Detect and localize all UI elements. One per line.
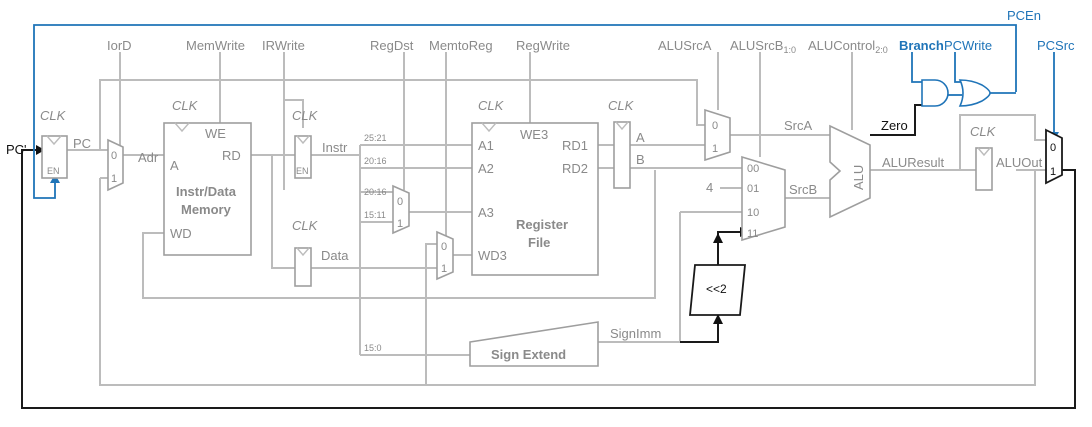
svg-text:A: A [636,130,645,145]
svg-text:Data: Data [321,248,349,263]
svg-text:Adr: Adr [138,150,159,165]
pcsrc-mux: 0 1 [1045,128,1063,185]
pc-register: EN [41,135,68,179]
svg-text:PC: PC [73,136,91,151]
svg-text:CLK: CLK [292,108,319,123]
svg-text:00: 00 [747,163,759,175]
control-labels: IorD MemWrite IRWrite RegDst MemtoReg Re… [107,8,1075,55]
svg-text:CLK: CLK [478,98,505,113]
svg-text:A3: A3 [478,205,494,220]
svg-text:CLK: CLK [40,108,67,123]
sign-extend: Sign Extend [469,321,599,367]
svg-text:SrcA: SrcA [784,118,813,133]
svg-text:SrcB: SrcB [789,182,817,197]
register-file: WE3 A1 A2 A3 WD3 RD1 RD2 Register File [471,122,599,276]
svg-text:1: 1 [397,218,403,230]
svg-text:25:21: 25:21 [364,133,387,143]
data-register [294,247,312,287]
svg-text:SignImm: SignImm [610,326,661,341]
svg-text:CLK: CLK [292,218,319,233]
or-gate [958,79,1016,107]
svg-text:0: 0 [712,120,718,132]
svg-text:ALUResult: ALUResult [882,155,945,170]
svg-text:PCWrite: PCWrite [944,38,992,53]
svg-text:1: 1 [111,173,117,185]
svg-text:CLK: CLK [172,98,199,113]
svg-text:ALU: ALU [851,165,866,190]
ab-registers [613,121,631,189]
svg-text:WD3: WD3 [478,248,507,263]
svg-text:WE: WE [205,126,226,141]
svg-text:CLK: CLK [970,124,997,139]
srcb-mux: 00 01 10 11 [741,155,786,242]
svg-text:PCSrc: PCSrc [1037,38,1075,53]
shift-left-2: <<2 [689,264,746,316]
alu: ALU [829,124,871,219]
svg-text:01: 01 [747,183,759,195]
svg-text:RD2: RD2 [562,161,588,176]
pc-mux: 0 1 [107,138,124,192]
svg-text:Zero: Zero [881,118,908,133]
svg-text:Register: Register [516,217,568,232]
instruction-register: EN [294,135,312,179]
svg-text:20:16: 20:16 [364,187,387,197]
svg-text:MemtoReg: MemtoReg [429,38,493,53]
svg-text:1: 1 [1050,166,1056,178]
svg-text:WE3: WE3 [520,127,548,142]
svg-text:A2: A2 [478,161,494,176]
svg-text:0: 0 [1050,142,1056,154]
svg-text:MemWrite: MemWrite [186,38,245,53]
svg-text:ALUOut: ALUOut [996,155,1043,170]
svg-text:0: 0 [397,196,403,208]
svg-text:RegDst: RegDst [370,38,414,53]
and-gate [921,79,949,107]
svg-text:IorD: IorD [107,38,132,53]
svg-text:A: A [170,158,179,173]
svg-text:Instr/Data: Instr/Data [176,184,237,199]
svg-text:CLK: CLK [608,98,635,113]
svg-text:15:0: 15:0 [364,343,382,353]
svg-text:4: 4 [706,180,713,195]
svg-text:Branch: Branch [899,38,944,53]
instr-data-memory: WE A RD WD Instr/Data Memory [163,122,252,256]
svg-text:RD1: RD1 [562,138,588,153]
svg-text:20:16: 20:16 [364,156,387,166]
svg-text:ALUSrcB1:0: ALUSrcB1:0 [730,38,796,55]
svg-text:0: 0 [441,241,447,253]
svg-text:PC': PC' [6,142,27,157]
svg-text:RegWrite: RegWrite [516,38,570,53]
svg-text:15:11: 15:11 [364,210,386,220]
blue-wires [33,24,1055,199]
svg-text:WD: WD [170,226,192,241]
svg-text:EN: EN [296,166,309,176]
svg-text:<<2: <<2 [706,282,727,296]
svg-text:Sign Extend: Sign Extend [491,347,566,362]
signal-labels: PC' PC Adr Instr Data A B SrcA SrcB Zero… [6,118,1043,341]
svg-text:File: File [528,235,550,250]
svg-text:A1: A1 [478,138,494,153]
svg-text:ALUSrcA: ALUSrcA [658,38,712,53]
svg-text:10: 10 [747,207,759,219]
bitfield-labels: 25:21 20:16 20:16 15:11 15:0 [364,133,387,353]
pc-en-label: EN [47,166,60,176]
svg-text:1: 1 [441,263,447,275]
svg-text:Instr: Instr [322,140,348,155]
gray-wires [67,52,1046,386]
svg-text:IRWrite: IRWrite [262,38,305,53]
svg-text:1: 1 [712,143,718,155]
svg-text:Memory: Memory [181,202,232,217]
clock-labels: CLK CLK CLK CLK CLK CLK CLK [40,98,997,233]
srca-mux: 0 1 [704,108,731,162]
svg-text:PCEn: PCEn [1007,8,1041,23]
aluout-register [975,147,993,191]
svg-text:B: B [636,152,645,167]
memtoreg-mux: 0 1 [436,230,454,281]
svg-text:RD: RD [222,148,241,163]
regdst-mux: 0 1 [392,184,410,235]
svg-text:0: 0 [111,150,117,162]
svg-text:ALUControl2:0: ALUControl2:0 [808,38,888,55]
svg-text:11: 11 [747,228,758,240]
